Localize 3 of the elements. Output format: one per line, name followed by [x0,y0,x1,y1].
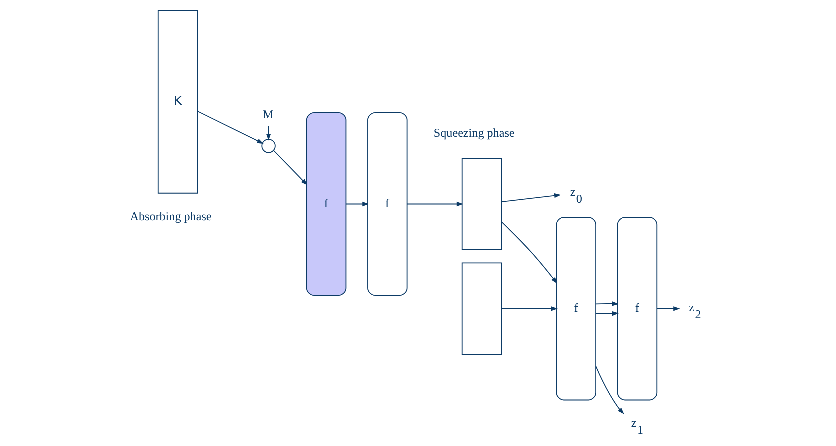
node-text: M [262,107,274,122]
label: Absorbing phase [130,210,212,224]
label: Squeezing phase [433,126,514,140]
